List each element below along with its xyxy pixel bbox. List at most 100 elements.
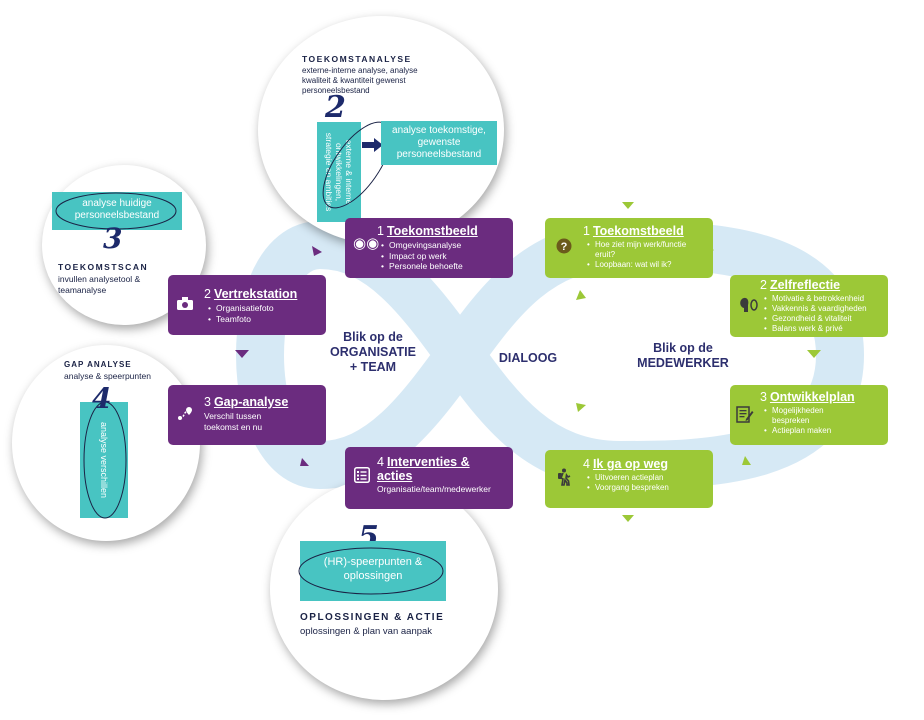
text-line: toekomst en nu — [204, 421, 263, 432]
step-title: Ontwikkelplan — [769, 390, 855, 404]
toekomstanalyse-heading: TOEKOMSTANALYSE — [302, 54, 412, 64]
step-number-3: 3 — [103, 222, 123, 255]
arrow-right-icon — [362, 138, 383, 152]
ellipse-outline — [55, 192, 177, 230]
vertical-box-ontwikkelingen: externe & interne ontwikkelingen, strate… — [317, 122, 361, 222]
step-title: Toekomstbeeld — [386, 224, 478, 238]
oplossingen-heading: OPLOSSINGEN & ACTIE — [300, 612, 445, 623]
bullet-list: Hoe ziet mijn werk/functie eruit? Loopba… — [583, 240, 707, 270]
bullet-item: Balans werk & privé — [764, 324, 884, 334]
checklist-icon — [353, 467, 371, 486]
title-line: ORGANISATIE — [330, 345, 416, 359]
box-text: Verschil tussen toekomst en nu — [204, 411, 320, 432]
svg-text:?: ? — [561, 241, 568, 253]
bullet-item: Omgevingsanalyse — [381, 240, 507, 251]
step-number: 2 — [204, 287, 211, 301]
bullet-item: Gezondheid & vitaliteit — [764, 314, 884, 324]
box-line: oplossingen — [343, 570, 403, 582]
step-number: 4 — [583, 457, 590, 471]
bullet-item: Organisatiefoto — [208, 303, 320, 314]
gap-analyse-description: analyse & speerpunten — [64, 371, 151, 381]
bullet-item: Impact op werk — [381, 251, 507, 262]
box-line: personeelsbestand — [396, 149, 482, 160]
box-line: (HR)-speerpunten & — [323, 556, 423, 568]
step-title: Gap-analyse — [213, 395, 289, 409]
step-number: 2 — [760, 278, 767, 292]
result-box-toekomstig: analyse toekomstige, gewenste personeels… — [381, 121, 497, 165]
step-number-2: 2 — [325, 90, 346, 125]
hiker-icon — [555, 468, 573, 489]
ellipse-outline — [298, 547, 444, 595]
box-line: analyse huidige — [82, 198, 152, 209]
bullet-list: Organisatiefoto Teamfoto — [204, 303, 320, 324]
bullet-item: Loopbaan: wat wil ik? — [587, 260, 707, 270]
box-speerpunten: (HR)-speerpunten & oplossingen — [300, 541, 446, 601]
left-center-title: Blik op de ORGANISATIE + TEAM — [318, 330, 428, 375]
route-icon — [176, 407, 194, 424]
bullet-item: Motivatie & betrokkenheid — [764, 294, 884, 304]
step-title-line-2: acties — [377, 469, 413, 483]
oplossingen-description: oplossingen & plan van aanpak — [300, 626, 433, 637]
self-reflection-icon — [736, 297, 758, 316]
bullet-item: Vakkennis & vaardigheden — [764, 304, 884, 314]
step-title: Toekomstbeeld — [592, 224, 684, 238]
step-number: 3 — [760, 390, 767, 404]
bullet-list: Mogelijkheden bespreken Actieplan maken — [760, 406, 884, 436]
step-title: Vertrekstation — [213, 287, 298, 301]
bullet-list: Motivatie & betrokkenheid Vakkennis & va… — [760, 294, 884, 334]
gap-analyse-heading: GAP ANALYSE — [64, 360, 132, 369]
toekomstanalyse-description: externe-interne analyse, analyse kwalite… — [302, 66, 418, 96]
desc-line: externe-interne analyse, analyse — [302, 66, 418, 75]
step-title: Zelfreflectie — [769, 278, 841, 292]
bullet-item: Hoe ziet mijn werk/functie — [587, 240, 707, 250]
title-line: Blik op de — [653, 341, 713, 355]
step-number: 1 — [377, 224, 384, 238]
right-center-title: Blik op de MEDEWERKER — [628, 341, 738, 371]
bullet-item: bespreken — [772, 416, 810, 425]
desc-line: personeelsbestand — [302, 86, 370, 95]
step-number-4: 4 — [92, 382, 112, 415]
toekomstscan-heading: TOEKOMSTSCAN — [58, 262, 149, 272]
dialoog-label: DIALOOG — [498, 351, 558, 365]
bullet-list: Uitvoeren actieplan Voorgang bespreken — [583, 473, 707, 493]
title-line: MEDEWERKER — [637, 356, 729, 370]
vertical-box-analyse-verschillen: analyse verschillen — [80, 402, 128, 518]
box-line: gewenste — [417, 137, 461, 148]
desc-line: kwaliteit & kwantiteit gewenst — [302, 76, 406, 85]
step-number: 3 — [204, 395, 211, 409]
step-title: Ik ga op weg — [592, 457, 668, 471]
bullet-item: Teamfoto — [208, 314, 320, 325]
title-line: + TEAM — [349, 360, 397, 374]
bullet-item: Mogelijkheden — [764, 406, 884, 416]
bullet-item: Personele behoefte — [381, 261, 507, 272]
text-line: Verschil tussen — [204, 411, 262, 421]
box-text: Organisatie/team/medewerker — [377, 484, 491, 494]
med-step-4-ik-ga-op-weg[interactable]: 4Ik ga op weg Uitvoeren actieplan Voorga… — [545, 450, 713, 508]
step-title: Interventies & — [386, 455, 470, 469]
desc-line: invullen analysetool & — [58, 274, 141, 284]
bullet-item: Actieplan maken — [764, 426, 884, 436]
bullet-item: Uitvoeren actieplan — [587, 473, 707, 483]
binoculars-icon: ◉◉ — [353, 235, 380, 252]
step-number: 1 — [583, 224, 590, 238]
bullet-list: Omgevingsanalyse Impact op werk Personel… — [377, 240, 507, 272]
toekomstscan-description: invullen analysetool & teamanalyse — [58, 274, 140, 296]
question-icon: ? — [555, 238, 573, 257]
bullet-item: eruit? — [595, 250, 616, 259]
step-number: 4 — [377, 455, 384, 469]
